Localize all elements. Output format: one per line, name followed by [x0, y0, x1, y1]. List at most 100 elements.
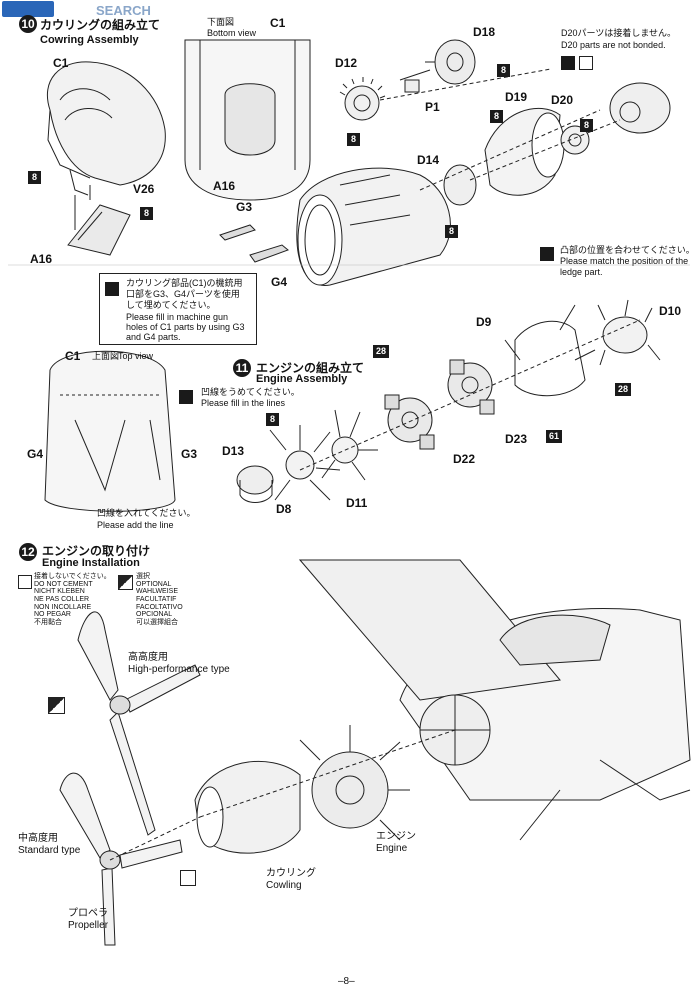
part-g4-drawing — [249, 244, 289, 263]
part-d12-drawing — [339, 77, 386, 121]
note-lines-en: Please fill in the lines — [201, 398, 286, 408]
optional-icon — [48, 697, 65, 714]
top-view-ja: 上面図 — [92, 351, 120, 361]
note-ledge: 凸部の位置を合わせてください。 Please match the positio… — [540, 245, 695, 285]
part-p1-drawing — [404, 79, 420, 93]
label-d9: D9 — [476, 315, 492, 329]
standard-en: Standard type — [18, 845, 81, 856]
legend-no-cement-text: 接着しないでください。 DO NOT CEMENT NICHT KLEBEN N… — [34, 573, 111, 627]
note-ledge-ja: 凸部の位置を合わせてください。 — [560, 245, 695, 255]
badge-8: 8 — [490, 110, 503, 123]
engine-drawing — [299, 725, 410, 841]
label-d13: D13 — [222, 444, 245, 458]
label-g4-b: G4 — [27, 447, 44, 461]
no-cement-icon — [180, 870, 196, 886]
part-d10-drawing — [597, 299, 661, 366]
badge-8: 8 — [266, 413, 279, 426]
gear-assembly-drawing — [609, 82, 671, 134]
badge-8: 8 — [347, 133, 360, 146]
note-fill-en1: Please fill in machine gun — [126, 312, 229, 322]
label-d23: D23 — [505, 432, 528, 446]
note-add-en: Please add the line — [97, 520, 174, 530]
step12-number: 12 — [19, 543, 37, 561]
note-ledge-en2: ledge part. — [560, 267, 603, 277]
watermark: SEARCH — [0, 0, 160, 20]
part-a16-drawing — [67, 185, 131, 256]
label-d14: D14 — [417, 153, 440, 167]
label-d10: D10 — [659, 304, 682, 318]
step10-title-ja: カウリングの組み立て — [40, 18, 161, 32]
bottom-view-drawing — [184, 39, 311, 201]
label-a16-a: A16 — [213, 179, 236, 193]
badge-8: 8 — [445, 225, 458, 238]
part-d23-drawing — [447, 359, 495, 415]
note-lines-ja: 凹線をうめてください。 — [201, 387, 300, 397]
guide-lines-12 — [109, 729, 456, 861]
top-view-en: Top view — [118, 351, 154, 361]
note-lines: 凹線をうめてください。 Please fill in the lines — [179, 387, 309, 413]
note-fill-ja1: カウリング部品(C1)の機銃用 — [126, 278, 243, 288]
label-d22: D22 — [453, 452, 476, 466]
page-number: –8– — [338, 976, 355, 987]
badge-8: 8 — [140, 207, 153, 220]
cowling-c1-drawing — [46, 61, 166, 196]
note-fill-ja2: 口部をG3、G4パーツを使用 — [126, 289, 240, 299]
label-g4-a: G4 — [271, 275, 288, 289]
badge-28: 28 — [373, 345, 389, 358]
note-ledge-en: Please match the position of the — [560, 256, 689, 266]
propeller-standard-drawing — [59, 772, 183, 946]
step11-number: 11 — [233, 359, 251, 377]
part-d22-drawing — [384, 394, 435, 450]
bottom-view-en: Bottom view — [207, 28, 257, 38]
high-perf-en: High-performance type — [128, 664, 230, 675]
legend-optional: 選択 OPTIONAL WAHLWEISE FACULTATIF FACOLTA… — [118, 573, 218, 633]
glue-icon — [561, 56, 575, 70]
bottom-view-ja: 下面図 — [207, 17, 235, 27]
label-g3-a: G3 — [236, 200, 253, 214]
step12-title-ja: エンジンの取り付け — [42, 544, 151, 558]
fill-lines-icon — [179, 390, 193, 404]
label-c1-b: C1 — [270, 16, 286, 30]
legend-optional-text: 選択 OPTIONAL WAHLWEISE FACULTATIF FACOLTA… — [136, 573, 183, 627]
note-fill-ja3: して埋めてください。 — [126, 300, 216, 310]
badge-8: 8 — [497, 64, 510, 77]
label-v26: V26 — [133, 182, 155, 196]
engine-en: Engine — [376, 843, 408, 854]
note-d20-box: D20パーツは接着しません。 D20 parts are not bonded. — [551, 26, 691, 80]
aircraft-drawing — [298, 559, 691, 841]
label-p1: P1 — [425, 100, 440, 114]
part-d18-drawing — [399, 39, 476, 85]
badge-8: 8 — [580, 119, 593, 132]
badge-61: 61 — [546, 430, 562, 443]
watermark-text: SEARCH — [96, 3, 151, 18]
propeller-en: Propeller — [68, 920, 109, 931]
badge-28: 28 — [615, 383, 631, 396]
step11-title-ja: エンジンの組み立て — [256, 361, 365, 375]
propeller-high-drawing — [77, 611, 201, 836]
part-d14-drawing — [443, 164, 477, 206]
cowling-ja: カウリング — [266, 868, 316, 879]
propeller-ja: プロペラ — [68, 908, 108, 919]
step10-title-en: Cowring Assembly — [40, 34, 139, 46]
label-a16-b: A16 — [30, 252, 53, 266]
guide-lines-11 — [299, 319, 641, 471]
part-d20-drawing — [560, 125, 590, 155]
note-d20-en: D20 parts are not bonded. — [561, 40, 666, 50]
label-d12: D12 — [335, 56, 358, 70]
note-fill-box: カウリング部品(C1)の機銃用 口部をG3、G4パーツを使用 して埋めてください… — [99, 273, 257, 345]
part-d8-drawing — [269, 425, 341, 501]
part-d19-drawing — [484, 107, 565, 196]
glue-icon — [105, 282, 119, 296]
label-g3-b: G3 — [181, 447, 198, 461]
cowling-step12-drawing — [194, 760, 301, 854]
glue-icon — [540, 247, 554, 261]
label-d20: D20 — [551, 93, 574, 107]
watermark-logo-icon — [2, 1, 54, 17]
standard-ja: 中高度用 — [18, 833, 58, 844]
optional-icon — [118, 575, 133, 590]
guide-lines-10 — [379, 59, 621, 191]
no-cement-icon — [579, 56, 593, 70]
step10-number: 10 — [19, 15, 37, 33]
note-d20-ja: D20パーツは接着しません。 — [561, 28, 677, 38]
